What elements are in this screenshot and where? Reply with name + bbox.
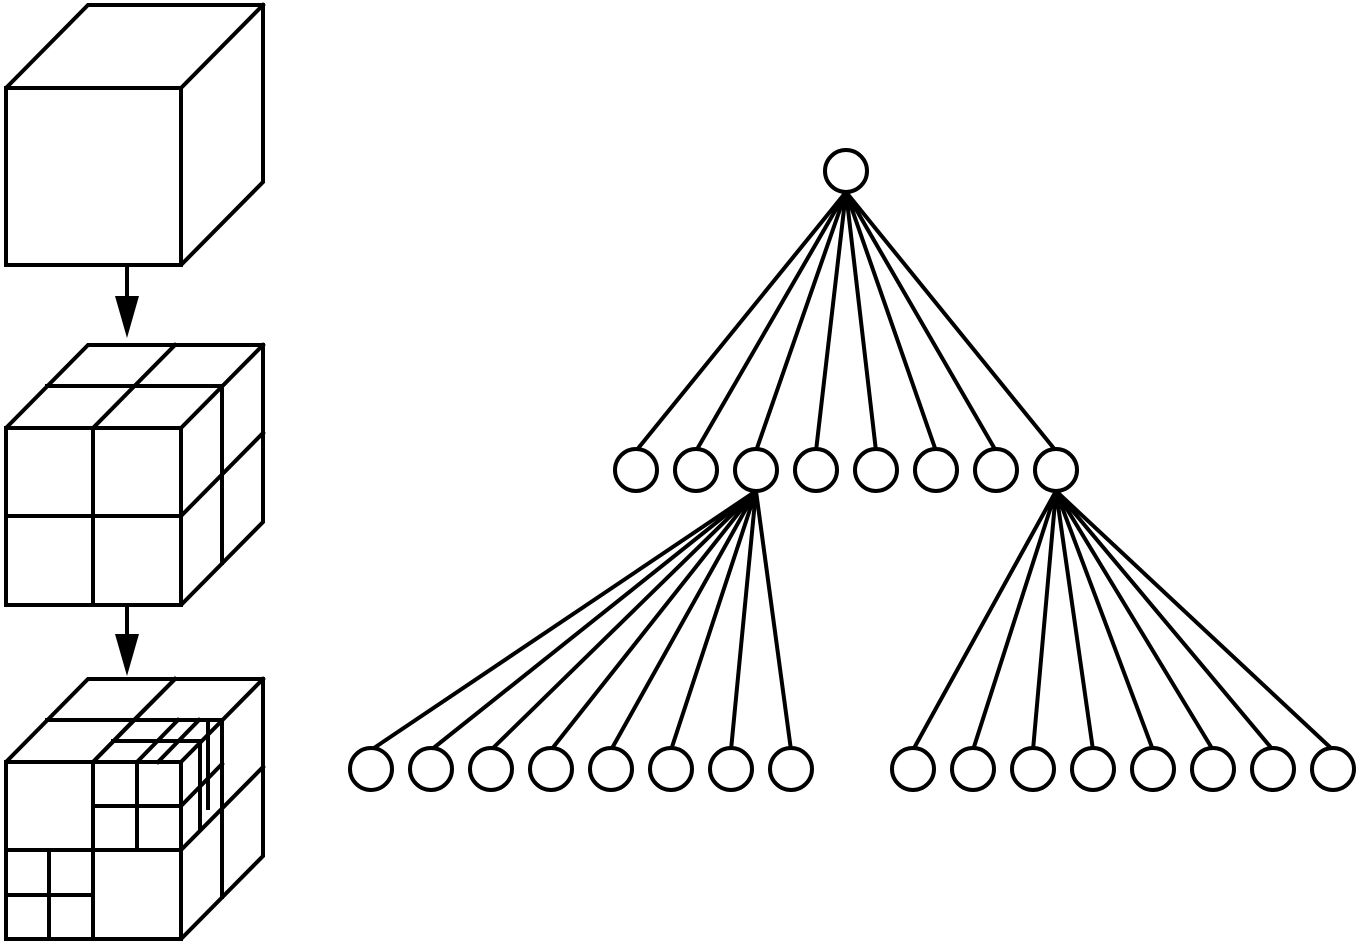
tree-grandchild-node-8-4 bbox=[1070, 746, 1116, 792]
tree-grandchild-node-8-7 bbox=[1250, 746, 1296, 792]
tree-edge-child-8-grandchild-2 bbox=[971, 489, 1058, 752]
tree-child-node-7 bbox=[973, 447, 1019, 493]
tree-edge-child-8-grandchild-1 bbox=[911, 489, 1058, 752]
tree-child-node-1 bbox=[613, 447, 659, 493]
tree-edge-child-3-grandchild-3 bbox=[489, 489, 758, 752]
tree-grandchild-node-8-8 bbox=[1310, 746, 1356, 792]
tree-edge-root-child-7 bbox=[844, 190, 998, 453]
tree-edge-root-child-6 bbox=[844, 190, 938, 453]
subdivision-arrow-1 bbox=[115, 265, 139, 338]
tree-edge-child-8-grandchild-5 bbox=[1054, 489, 1155, 752]
tree-grandchild-node-3-5 bbox=[588, 746, 634, 792]
octree-cube-level-2 bbox=[3, 676, 266, 941]
tree-edge-child-8-grandchild-6 bbox=[1054, 489, 1215, 752]
tree-edge-child-8-grandchild-4 bbox=[1054, 489, 1095, 752]
tree-edge-root-child-8 bbox=[844, 190, 1058, 453]
subdivision-arrow-2 bbox=[115, 605, 139, 676]
tree-grandchild-node-3-6 bbox=[648, 746, 694, 792]
tree-child-node-5 bbox=[853, 447, 899, 493]
tree-grandchild-node-8-6 bbox=[1190, 746, 1236, 792]
tree-edge-child-3-grandchild-6 bbox=[669, 489, 758, 752]
tree-edge-child-3-grandchild-8 bbox=[754, 489, 793, 752]
tree-edge-root-child-1 bbox=[634, 190, 848, 453]
tree-grandchild-node-3-8 bbox=[768, 746, 814, 792]
tree-grandchild-node-8-5 bbox=[1130, 746, 1176, 792]
octree-cube-level-0 bbox=[3, 2, 266, 267]
tree-edge-child-8-grandchild-7 bbox=[1054, 489, 1275, 752]
tree-grandchild-node-3-2 bbox=[408, 746, 454, 792]
tree-edge-child-3-grandchild-4 bbox=[549, 489, 758, 752]
octree-cube-level-1 bbox=[3, 342, 266, 607]
tree-grandchild-node-8-3 bbox=[1010, 746, 1056, 792]
tree-grandchild-node-3-4 bbox=[528, 746, 574, 792]
tree-edge-root-child-2 bbox=[694, 190, 848, 453]
tree-child-node-2 bbox=[673, 447, 719, 493]
tree-edge-child-3-grandchild-7 bbox=[729, 489, 758, 752]
tree-edge-root-child-5 bbox=[844, 190, 878, 453]
tree-child-node-3 bbox=[733, 447, 779, 493]
tree-edge-child-3-grandchild-2 bbox=[429, 489, 758, 752]
tree-edge-root-child-4 bbox=[814, 190, 848, 453]
tree-child-node-4 bbox=[793, 447, 839, 493]
tree-child-node-6 bbox=[913, 447, 959, 493]
octree-tree bbox=[348, 148, 1356, 792]
tree-grandchild-node-3-7 bbox=[708, 746, 754, 792]
tree-root-node bbox=[823, 148, 869, 194]
tree-grandchild-node-8-2 bbox=[950, 746, 996, 792]
tree-edge-child-3-grandchild-5 bbox=[609, 489, 758, 752]
tree-grandchild-node-8-1 bbox=[890, 746, 936, 792]
tree-grandchild-node-3-3 bbox=[468, 746, 514, 792]
tree-edge-root-child-3 bbox=[754, 190, 848, 453]
tree-edge-child-3-grandchild-1 bbox=[369, 489, 758, 752]
tree-grandchild-node-3-1 bbox=[348, 746, 394, 792]
tree-child-node-8 bbox=[1033, 447, 1079, 493]
tree-edge-child-8-grandchild-8 bbox=[1054, 489, 1335, 752]
tree-edge-child-8-grandchild-3 bbox=[1031, 489, 1058, 752]
